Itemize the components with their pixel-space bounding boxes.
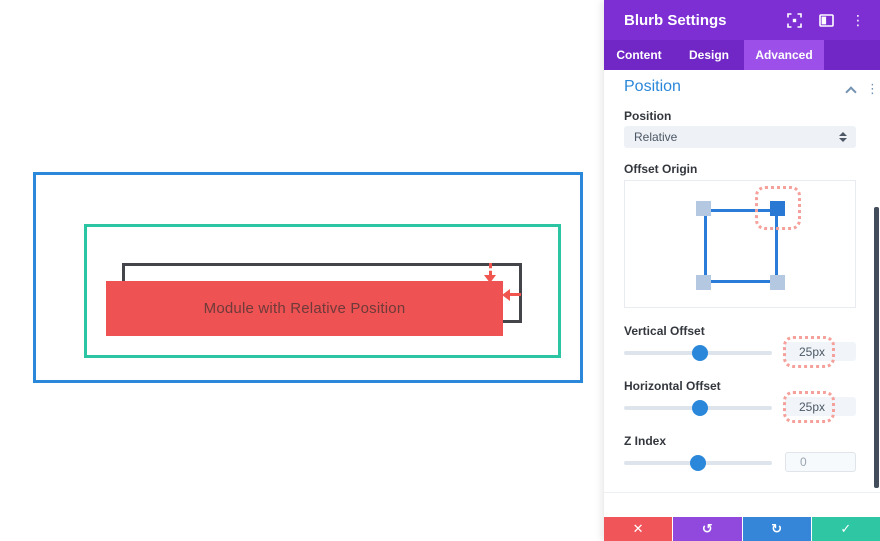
horizontal-offset-arrow-head-icon (502, 289, 510, 301)
vertical-offset-value[interactable]: 25px (785, 342, 856, 361)
undo-button[interactable]: ↺ (673, 517, 742, 541)
origin-handle-top-left[interactable] (696, 201, 711, 216)
tab-design[interactable]: Design (688, 48, 729, 62)
z-index-input[interactable]: 0 (785, 452, 856, 472)
vertical-offset-label: Vertical Offset (624, 324, 705, 338)
tab-advanced[interactable]: Advanced (744, 40, 824, 70)
panel-title: Blurb Settings (624, 11, 727, 29)
check-icon: ✓ (840, 521, 852, 536)
redo-button[interactable]: ↻ (742, 517, 811, 541)
position-field-label: Position (624, 109, 672, 123)
blurb-settings-panel: Blurb Settings ⋮ (604, 0, 880, 541)
close-icon: ✕ (632, 521, 644, 536)
more-options-icon[interactable]: ⋮ (851, 12, 865, 28)
position-section-title[interactable]: Position (624, 78, 681, 95)
position-select[interactable]: Relative (624, 126, 856, 148)
horizontal-offset-arrow (509, 293, 521, 296)
discard-button[interactable]: ✕ (604, 517, 673, 541)
origin-square (704, 209, 778, 283)
offset-origin-label: Offset Origin (624, 162, 698, 176)
undo-icon: ↺ (701, 521, 713, 536)
position-select-value: Relative (634, 130, 678, 144)
settings-tabs: Content Design Advanced (604, 40, 880, 70)
header-icons: ⋮ (786, 12, 880, 28)
vertical-offset-arrow-head-icon (484, 275, 496, 283)
origin-handle-top-right[interactable] (770, 201, 785, 216)
tab-content[interactable]: Content (616, 48, 662, 62)
vertical-offset-slider-thumb[interactable] (692, 345, 708, 361)
module-label: Module with Relative Position (203, 300, 406, 317)
collapse-section-icon[interactable] (845, 86, 857, 98)
split-view-icon[interactable] (818, 12, 834, 28)
origin-handle-bottom-left[interactable] (696, 275, 711, 290)
row-outline (84, 224, 561, 358)
horizontal-offset-label: Horizontal Offset (624, 379, 721, 393)
redo-icon: ↻ (771, 521, 783, 536)
panel-footer: ✕ ↺ ↻ ✓ (604, 517, 880, 541)
origin-handle-bottom-right[interactable] (770, 275, 785, 290)
horizontal-offset-slider-thumb[interactable] (692, 400, 708, 416)
select-stepper-icon (839, 132, 856, 142)
vertical-offset-arrow (489, 263, 492, 276)
section-outline (33, 172, 583, 383)
horizontal-offset-value[interactable]: 25px (785, 397, 856, 416)
z-index-label: Z Index (624, 434, 667, 448)
z-index-slider-thumb[interactable] (690, 455, 706, 471)
panel-header: Blurb Settings ⋮ (604, 0, 880, 40)
section-menu-icon[interactable]: ⋮ (866, 81, 879, 96)
save-button[interactable]: ✓ (811, 517, 880, 541)
blurb-module-preview[interactable]: Module with Relative Position (106, 281, 503, 336)
offset-origin-picker (624, 180, 856, 308)
panel-scrollbar[interactable] (874, 207, 879, 488)
footer-divider (604, 492, 880, 493)
expand-icon[interactable] (786, 12, 802, 28)
page-preview-canvas: Module with Relative Position (33, 172, 583, 383)
